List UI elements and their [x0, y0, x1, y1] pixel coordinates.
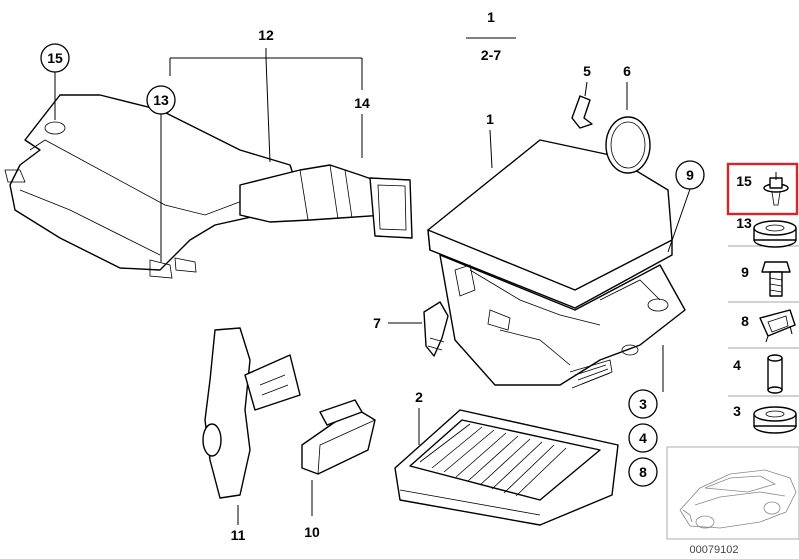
callout-8-circle — [628, 457, 658, 487]
panel-label-8: 8 — [741, 313, 749, 329]
vehicle-thumbnail — [666, 446, 799, 540]
sleeve-part-4[interactable] — [767, 354, 783, 394]
callout-12: 12 — [258, 27, 274, 43]
callout-2: 2 — [415, 389, 423, 405]
header-range: 2-7 — [481, 47, 501, 63]
callout-14: 14 — [354, 95, 370, 111]
callout-13: 13 — [153, 92, 169, 108]
air-filter-housing[interactable] — [427, 139, 686, 389]
callout-6: 6 — [623, 63, 631, 79]
panel-label-3: 3 — [733, 403, 741, 419]
callout-1: 1 — [486, 111, 494, 127]
filter-element-part-2[interactable] — [394, 409, 619, 526]
header-fraction: 1 2-7 — [466, 9, 516, 63]
reference-code: 00079102 — [690, 544, 739, 556]
callout-8: 8 — [639, 464, 647, 480]
block-part-10[interactable] — [301, 399, 376, 475]
header-number: 1 — [487, 9, 495, 25]
seal-ring-part-6[interactable] — [605, 116, 651, 174]
panel-label-4: 4 — [733, 357, 741, 373]
grommet-part-13[interactable] — [753, 220, 797, 248]
highlight-box-15 — [726, 162, 799, 216]
callout-15: 15 — [47, 50, 63, 66]
bracket-part-11[interactable] — [202, 327, 301, 499]
clip-part-5[interactable] — [571, 95, 593, 129]
panel-label-9: 9 — [741, 264, 749, 280]
callout-5: 5 — [583, 63, 591, 79]
rivet-part-15[interactable] — [763, 172, 789, 206]
leader-5 — [584, 81, 588, 97]
bolt-part-9[interactable] — [761, 261, 791, 297]
fastener-panel: 15 13 9 8 4 — [726, 162, 799, 434]
callout-4-circle — [628, 423, 658, 453]
callout-9: 9 — [686, 167, 694, 183]
callout-3: 3 — [639, 396, 647, 412]
panel-label-15: 15 — [736, 173, 752, 189]
clip-part-8[interactable] — [759, 309, 796, 343]
leader-1 — [489, 129, 493, 169]
leader-12-down — [265, 57, 271, 163]
callout-3-circle — [628, 389, 658, 419]
panel-label-13: 13 — [736, 215, 752, 231]
leader-9 — [667, 188, 691, 253]
clip-part-7[interactable] — [423, 301, 449, 357]
callout-10: 10 — [304, 524, 320, 540]
intake-duct-assembly[interactable] — [4, 94, 413, 279]
callout-4: 4 — [639, 430, 647, 446]
callout-11: 11 — [231, 527, 246, 543]
callout-7: 7 — [373, 315, 381, 331]
grommet-part-3[interactable] — [753, 406, 797, 434]
